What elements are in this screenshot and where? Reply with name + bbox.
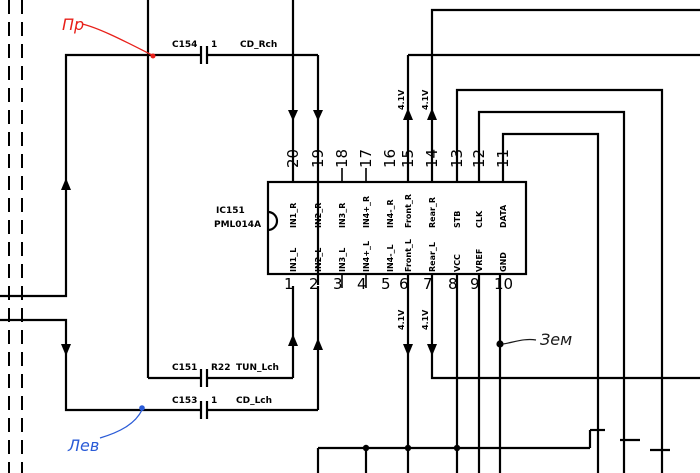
top-pin-label: CLK: [475, 210, 484, 228]
top-pin-label: IN4-_R: [386, 199, 395, 228]
top-pin-number: 18: [333, 149, 351, 168]
bottom-bus: [316, 428, 670, 473]
ic-ref: IC151: [216, 206, 245, 216]
bottom-pin-label: VCC: [453, 254, 462, 272]
c154-net: CD_Rch: [240, 40, 277, 50]
bottom-pin-number: 5: [381, 275, 391, 293]
top-pin-stubs: [341, 168, 367, 182]
c153-value: 1: [211, 396, 217, 406]
bottom-pin-number: 6: [399, 275, 409, 293]
top-pin-label: Rear_R: [428, 197, 437, 228]
c151-net: TUN_Lch: [236, 363, 279, 373]
rear-r-voltage: 4.1V: [421, 89, 430, 110]
bottom-pin-number: 1: [284, 275, 294, 293]
right-note: Пр: [62, 15, 156, 59]
bottom-pin-number: 7: [423, 275, 433, 293]
top-pin-label: IN3_R: [338, 203, 347, 228]
rear-l-output: 4.1V: [421, 274, 700, 380]
top-pin-number: 19: [309, 149, 327, 168]
top-pin-label: IN1_R: [289, 203, 298, 228]
bottom-pin-label: Rear_L: [428, 242, 437, 272]
c154-value: 1: [211, 40, 217, 50]
left-connector-edge: [8, 0, 23, 473]
tun-wire: C151 R22 TUN_Lch: [146, 0, 298, 387]
bottom-pin-number: 3: [333, 275, 343, 293]
bottom-pin-label: IN4+_L: [362, 241, 371, 272]
right-note-text: Пр: [62, 15, 84, 34]
front-r-voltage: 4.1V: [397, 89, 406, 110]
top-pin-number: 16: [381, 149, 399, 168]
top-pin-label: IN4+_R: [362, 196, 371, 228]
bottom-pin-label: IN1_L: [289, 248, 298, 272]
bottom-pin-label: VREF: [475, 249, 484, 272]
c151-ref: C151: [172, 363, 197, 373]
bottom-pin-number: 9: [470, 275, 480, 293]
left-note-text: Лев: [67, 436, 99, 455]
bottom-pin-number: 2: [309, 275, 319, 293]
top-pin-label: Front_R: [404, 194, 413, 228]
top-pin-label: STB: [453, 211, 462, 228]
in1-r-wire: [288, 0, 298, 182]
c153-ref: C153: [172, 396, 197, 406]
front-l-voltage: 4.1V: [397, 309, 406, 330]
bottom-pin-label: IN2_L: [314, 248, 323, 272]
c154-ref: C154: [172, 40, 197, 50]
bottom-pin-label: Front_L: [404, 239, 413, 272]
top-pin-label: IN2_R: [314, 203, 323, 228]
ground-note-text: Зем: [540, 330, 572, 349]
left-channel-wire: C153 1 CD_Lch: [0, 286, 323, 419]
bottom-pin-number: 8: [448, 275, 458, 293]
bottom-pin-stubs: [341, 274, 367, 288]
ic-part: PML014A: [214, 220, 261, 230]
c153-net: CD_Lch: [236, 396, 272, 406]
capacitor-c154: C154 1 CD_Rch: [172, 40, 277, 64]
front-r-output: 4.1V: [397, 55, 413, 182]
control-bus: [408, 53, 700, 473]
ground-junction: [496, 338, 537, 348]
rear-l-voltage: 4.1V: [421, 309, 430, 330]
top-pin-label: DATA: [499, 204, 508, 228]
bottom-pin-number: 10: [494, 275, 513, 293]
front-l-output: 4.1V: [397, 274, 413, 473]
left-note: Лев: [67, 405, 145, 455]
c151-value: R22: [211, 363, 230, 373]
top-pin-number: 17: [357, 149, 375, 168]
bottom-pin-label: GND: [499, 252, 508, 272]
bottom-pin-number: 4: [357, 275, 367, 293]
right-channel-wire: [0, 53, 323, 298]
bottom-pin-label: IN4-_L: [386, 244, 395, 272]
bottom-pins: IN1_L 1 IN2_L 2 IN3_L 3 IN4+_L 4 IN4-_L 5 Front_L 6…: [284, 239, 513, 293]
rear-r-output: 4.1V: [421, 8, 700, 182]
top-pin-number: 20: [284, 149, 302, 168]
bottom-pin-label: IN3_L: [338, 248, 347, 272]
ic151-body: IC151 PML014A: [214, 180, 528, 276]
